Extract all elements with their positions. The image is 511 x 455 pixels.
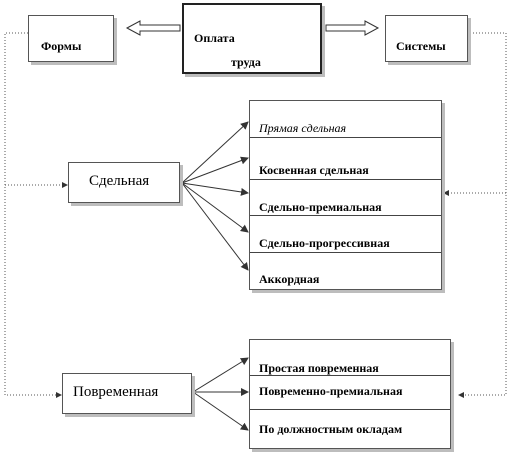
piece-system-item: Аккордная (259, 272, 320, 286)
double-arrow-right (325, 20, 380, 36)
time-divider (250, 375, 450, 376)
piece-divider (250, 215, 441, 216)
forms-box: Формы (28, 15, 114, 62)
time-system-item: По должностным окладам (259, 422, 403, 436)
piece-form-label: Сдельная (89, 173, 150, 189)
time-system-item: Повременно-премиальная (259, 384, 403, 398)
piece-system-item: Сдельно-премиальная (259, 200, 382, 214)
piece-fan-arrows (181, 121, 249, 271)
time-form-label: Повременная (73, 384, 159, 400)
forms-label: Формы (41, 39, 82, 53)
piece-system-item: Прямая сдельная (259, 121, 347, 135)
time-fan-arrows (192, 357, 249, 431)
systems-label: Системы (396, 39, 446, 53)
time-divider (250, 409, 450, 410)
time-system-item: Простая повременная (259, 361, 379, 375)
time-form-box: Повременная (62, 373, 192, 414)
forms-connector (4, 32, 64, 396)
payment-label-line2: труда (231, 55, 261, 69)
forms-arrow-piece (62, 182, 68, 188)
piece-system-item: Сдельно-прогрессивная (259, 236, 390, 250)
forms-arrow-time (56, 392, 62, 398)
systems-arrow-time (458, 392, 464, 398)
systems-connector (448, 32, 507, 396)
payment-box: Оплата труда (182, 3, 322, 74)
systems-box: Системы (385, 15, 468, 62)
time-systems-box: Простая повременная Повременно-премиальн… (249, 339, 451, 449)
piece-systems-box: Прямая сдельная Косвенная сдельная Сдель… (249, 100, 442, 290)
payment-label-line1: Оплата (194, 31, 235, 45)
piece-form-box: Сдельная (68, 162, 180, 203)
piece-divider (250, 179, 441, 180)
double-arrow-left (125, 20, 181, 36)
piece-system-item: Косвенная сдельная (259, 163, 369, 177)
piece-divider (250, 137, 441, 138)
piece-divider (250, 252, 441, 253)
systems-arrow-piece (443, 190, 449, 196)
